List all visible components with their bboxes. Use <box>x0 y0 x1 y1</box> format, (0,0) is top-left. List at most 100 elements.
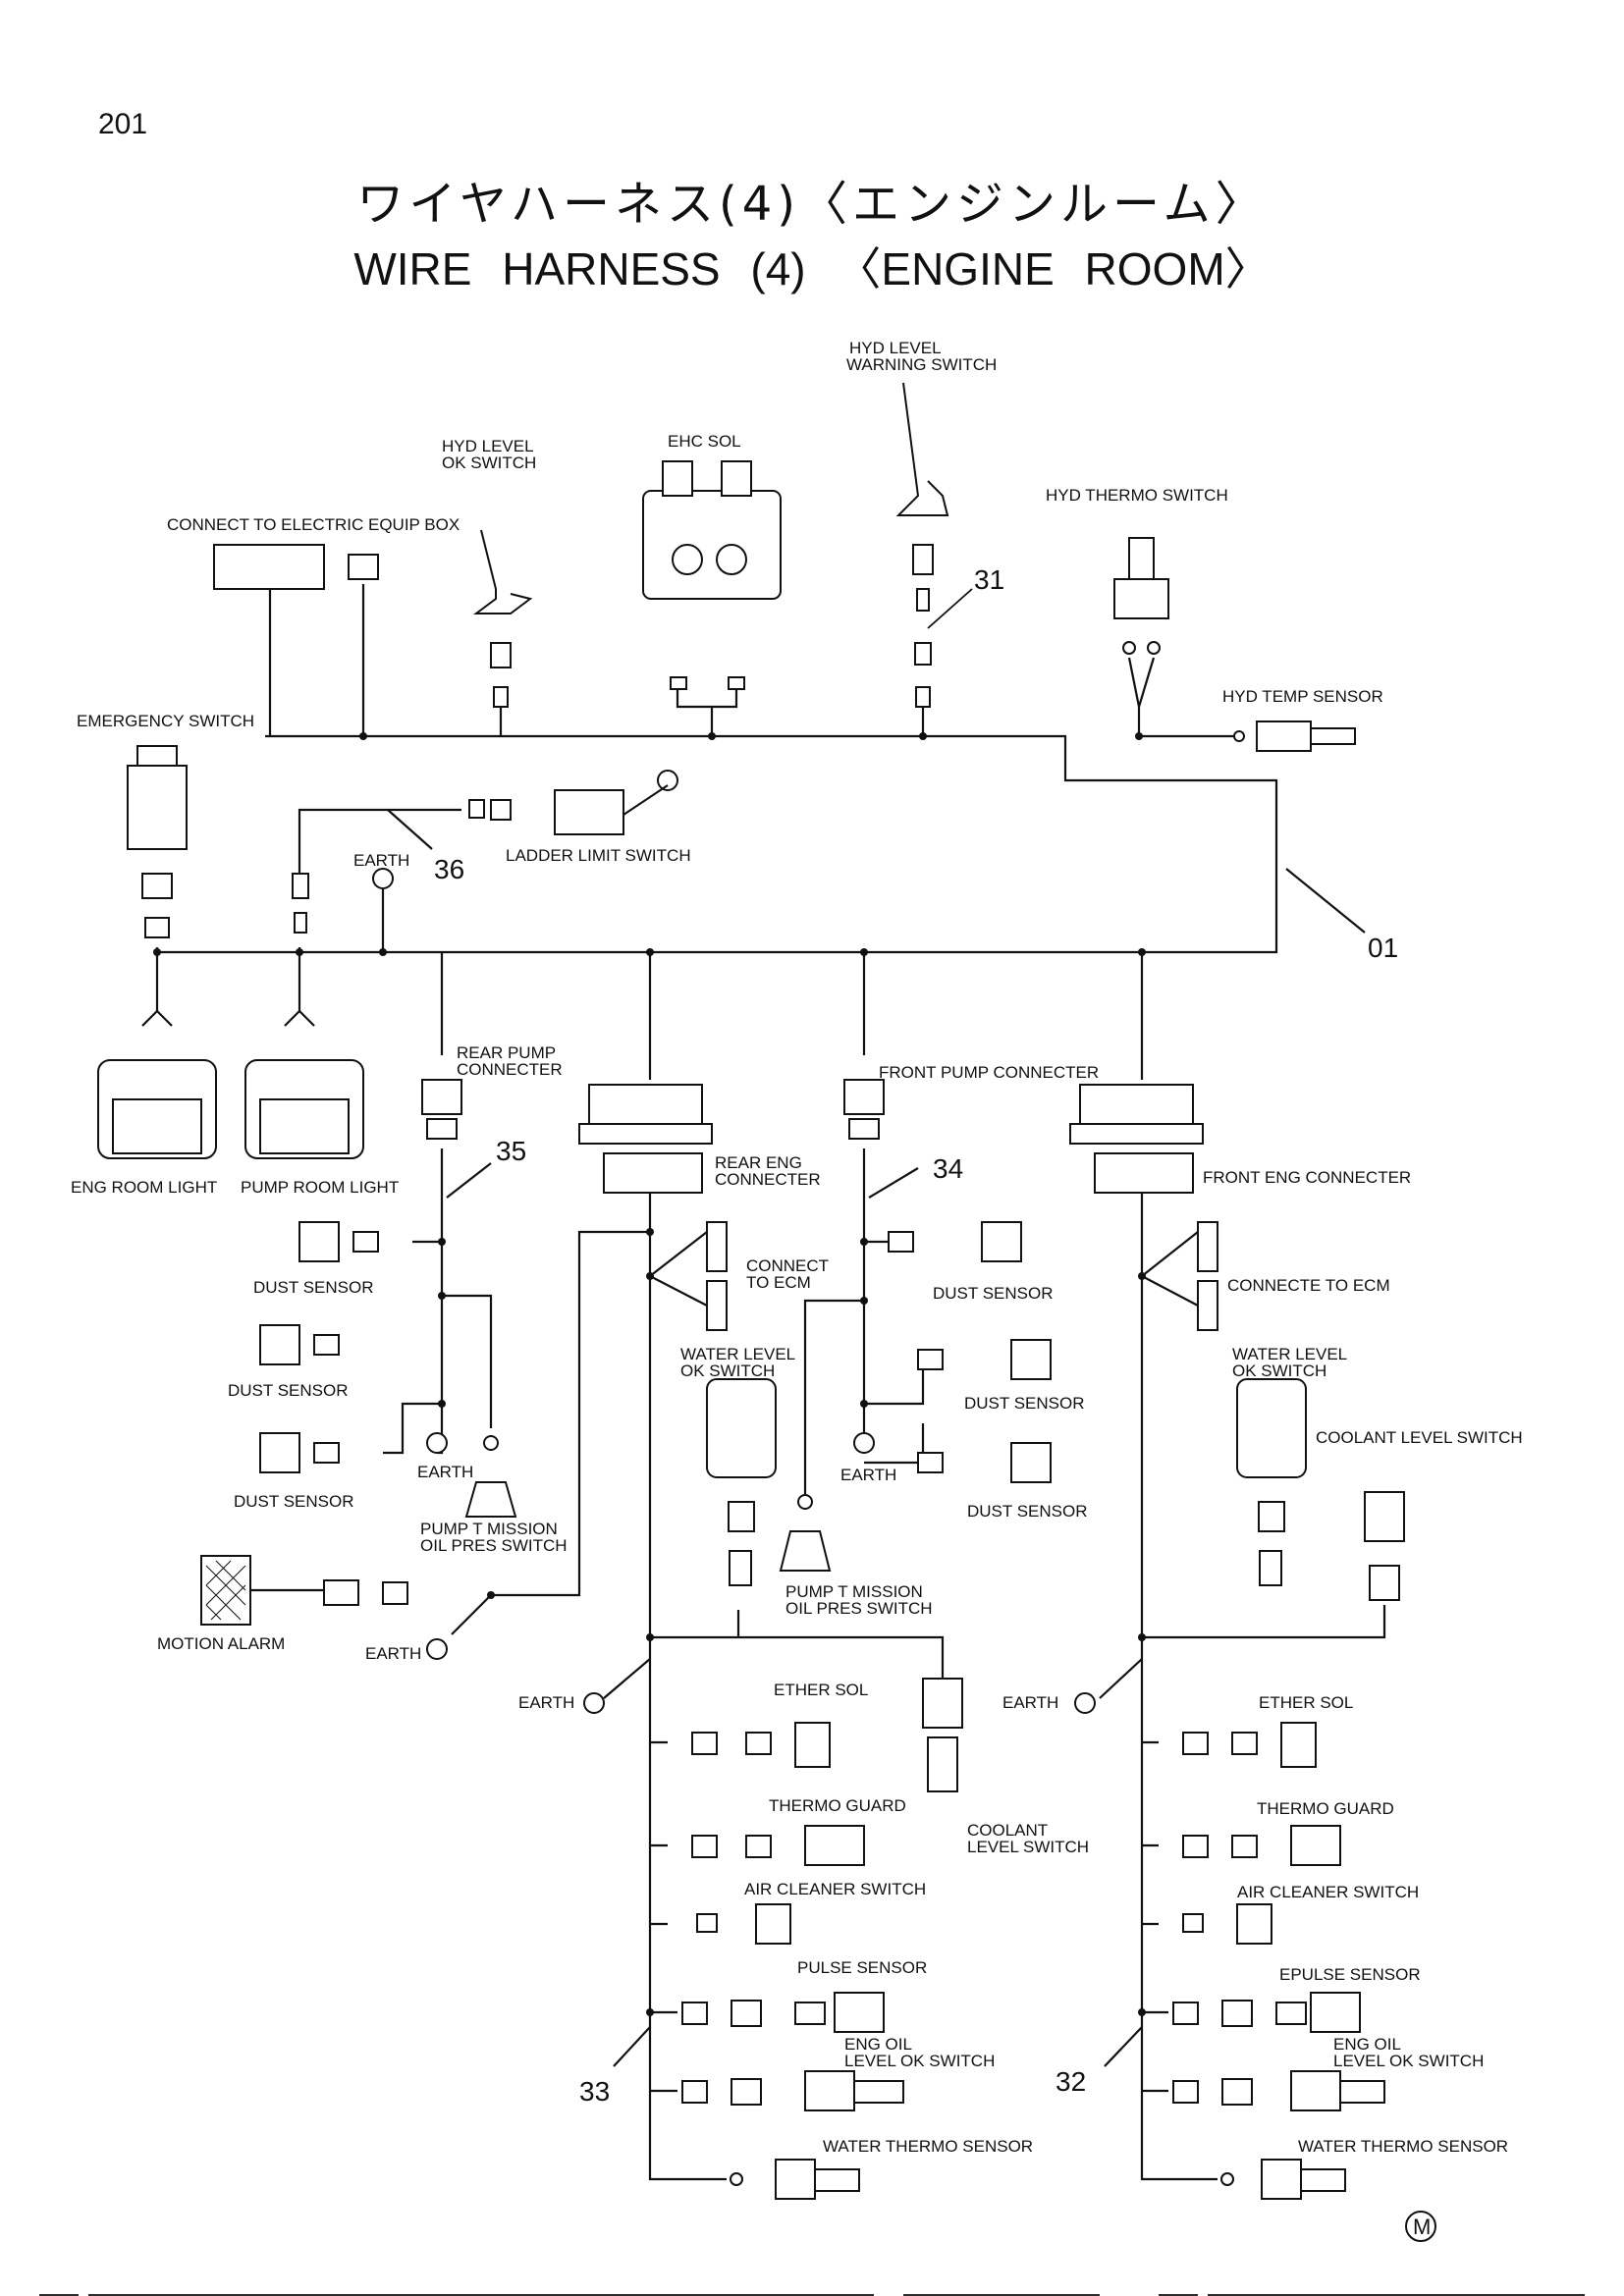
water-thermo-sensor-icon <box>775 2159 816 2200</box>
label-hyd-level-warning-2: WARNING SWITCH <box>846 355 997 374</box>
coolant-switch-icon <box>922 1678 963 1729</box>
ether-sol-icon <box>794 1722 831 1768</box>
box-plug <box>348 554 379 580</box>
label-dust-sensor-1: DUST SENSOR <box>253 1278 374 1297</box>
pump-tmission-switch-icon <box>779 1530 832 1572</box>
label-earth-34: EARTH <box>840 1466 896 1484</box>
title-japanese: ワイヤハーネス(4)〈エンジンルーム〉 <box>356 177 1268 232</box>
label-air-cleaner-front: AIR CLEANER SWITCH <box>1237 1883 1419 1901</box>
label-water-level-front-2: OK SWITCH <box>1232 1362 1326 1380</box>
hyd-temp-sensor-icon <box>1256 721 1312 752</box>
ehc-solenoid-icon <box>642 490 782 600</box>
label-hyd-level-warning-1: HYD LEVEL <box>849 339 942 357</box>
earth-icon <box>583 1692 605 1714</box>
earth-icon <box>1074 1692 1096 1714</box>
label-eng-oil-rear-2: LEVEL OK SWITCH <box>844 2052 995 2070</box>
electric-equip-box <box>213 544 325 590</box>
ether-sol-icon <box>1280 1722 1317 1768</box>
label-thermo-guard-front: THERMO GUARD <box>1257 1799 1394 1818</box>
wire-34-link <box>803 1299 864 1502</box>
label-earth-motion: EARTH <box>365 1644 421 1663</box>
label-connecte-ecm: CONNECTE TO ECM <box>1227 1276 1390 1295</box>
label-m-mark: M <box>1413 2215 1431 2239</box>
leader-34 <box>868 1167 919 1199</box>
label-front-pump: FRONT PUMP CONNECTER <box>879 1063 1099 1082</box>
label-emergency-switch: EMERGENCY SWITCH <box>77 712 254 730</box>
ladder-limit-switch-icon <box>554 789 624 835</box>
rear-pump-connecter-icon <box>421 1079 462 1115</box>
callout-34: 34 <box>933 1153 963 1184</box>
page-number: 201 <box>98 108 148 140</box>
label-dust-sensor-6: DUST SENSOR <box>967 1502 1088 1521</box>
label-pump-room-light: PUMP ROOM LIGHT <box>241 1178 399 1197</box>
wire-ladder <box>298 808 461 874</box>
hyd-thermo-switch-icon <box>1113 578 1169 619</box>
label-rear-eng-1: REAR ENG <box>715 1153 802 1172</box>
air-cleaner-switch-icon <box>1236 1903 1272 1945</box>
hyd-warning-switch-icon <box>895 382 949 516</box>
pump-tmission-switch-icon <box>464 1481 517 1518</box>
leader-33 <box>613 2026 651 2067</box>
label-dust-sensor-5: DUST SENSOR <box>964 1394 1085 1413</box>
eng-oil-level-switch-icon <box>804 2070 855 2111</box>
label-rear-eng-2: CONNECTER <box>715 1170 821 1189</box>
wire-32 <box>1140 1188 1218 2181</box>
wire-36-leader <box>387 809 433 850</box>
label-water-thermo-front: WATER THERMO SENSOR <box>1298 2137 1508 2156</box>
dust-sensor-icon <box>259 1324 300 1365</box>
label-pump-tmission-rear-1: PUMP T MISSION <box>420 1520 558 1538</box>
label-water-level-front-1: WATER LEVEL <box>1232 1345 1347 1363</box>
label-connect-electric-box: CONNECT TO ELECTRIC EQUIP BOX <box>167 515 460 534</box>
callout-01: 01 <box>1368 933 1398 963</box>
label-water-level-rear-1: WATER LEVEL <box>680 1345 795 1363</box>
wire-33 <box>648 1188 727 2181</box>
label-coolant-level-switch: COOLANT LEVEL SWITCH <box>1316 1428 1523 1447</box>
wire-ecm-rear <box>649 1231 708 1307</box>
label-epulse-sensor: EPULSE SENSOR <box>1279 1965 1421 1984</box>
label-connect-ecm-1: CONNECT <box>746 1256 829 1275</box>
wire-link-motion <box>451 1230 650 1635</box>
label-pump-tmission-rear-2: OIL PRES SWITCH <box>420 1536 568 1555</box>
dust-sensor-icon <box>298 1221 340 1262</box>
label-water-thermo-rear: WATER THERMO SENSOR <box>823 2137 1033 2156</box>
title-english: WIRE HARNESS (4) 〈ENGINE ROOM〉 <box>353 243 1271 294</box>
label-eng-oil-front-1: ENG OIL <box>1333 2035 1401 2054</box>
water-thermo-sensor-icon <box>1261 2159 1302 2200</box>
wire-eng-lamp <box>141 947 173 1027</box>
label-pulse-sensor: PULSE SENSOR <box>797 1958 927 1977</box>
eng-oil-level-switch-icon <box>1290 2070 1341 2111</box>
label-air-cleaner-rear: AIR CLEANER SWITCH <box>744 1880 926 1898</box>
label-coolant-rear-2: LEVEL SWITCH <box>967 1838 1089 1856</box>
label-dust-sensor-3: DUST SENSOR <box>234 1492 354 1511</box>
label-motion-alarm: MOTION ALARM <box>157 1634 285 1653</box>
earth-icon <box>426 1638 448 1660</box>
label-dust-sensor-2: DUST SENSOR <box>228 1381 349 1400</box>
label-rear-pump-2: CONNECTER <box>457 1060 563 1079</box>
thermo-guard-icon <box>1290 1825 1341 1866</box>
wire-ehc <box>676 687 738 736</box>
label-hyd-thermo-switch: HYD THERMO SWITCH <box>1046 486 1228 505</box>
label-dust-sensor-4: DUST SENSOR <box>933 1284 1054 1303</box>
label-rear-pump-1: REAR PUMP <box>457 1043 556 1062</box>
air-cleaner-switch-icon <box>755 1903 791 1945</box>
label-ether-sol-front: ETHER SOL <box>1259 1693 1353 1712</box>
label-earth-rear: EARTH <box>518 1693 574 1712</box>
callout-35: 35 <box>496 1136 526 1166</box>
emergency-switch-icon <box>127 765 188 850</box>
wire-ecm-front <box>1141 1231 1199 1307</box>
dust-sensor-icon <box>1010 1442 1052 1483</box>
label-front-eng: FRONT ENG CONNECTER <box>1203 1168 1411 1187</box>
callout-36: 36 <box>434 854 464 884</box>
label-water-level-rear-2: OK SWITCH <box>680 1362 775 1380</box>
label-hyd-temp-sensor: HYD TEMP SENSOR <box>1222 687 1383 706</box>
leader-31 <box>927 588 973 629</box>
label-earth-36: EARTH <box>353 851 409 870</box>
wire-thermo <box>1127 657 1156 736</box>
wire-top-trunk <box>157 734 1278 954</box>
label-eng-oil-front-2: LEVEL OK SWITCH <box>1333 2052 1484 2070</box>
callout-31: 31 <box>974 564 1004 595</box>
water-level-switch-icon <box>1236 1378 1307 1478</box>
leader-35 <box>446 1162 492 1199</box>
label-ether-sol-rear: ETHER SOL <box>774 1681 868 1699</box>
